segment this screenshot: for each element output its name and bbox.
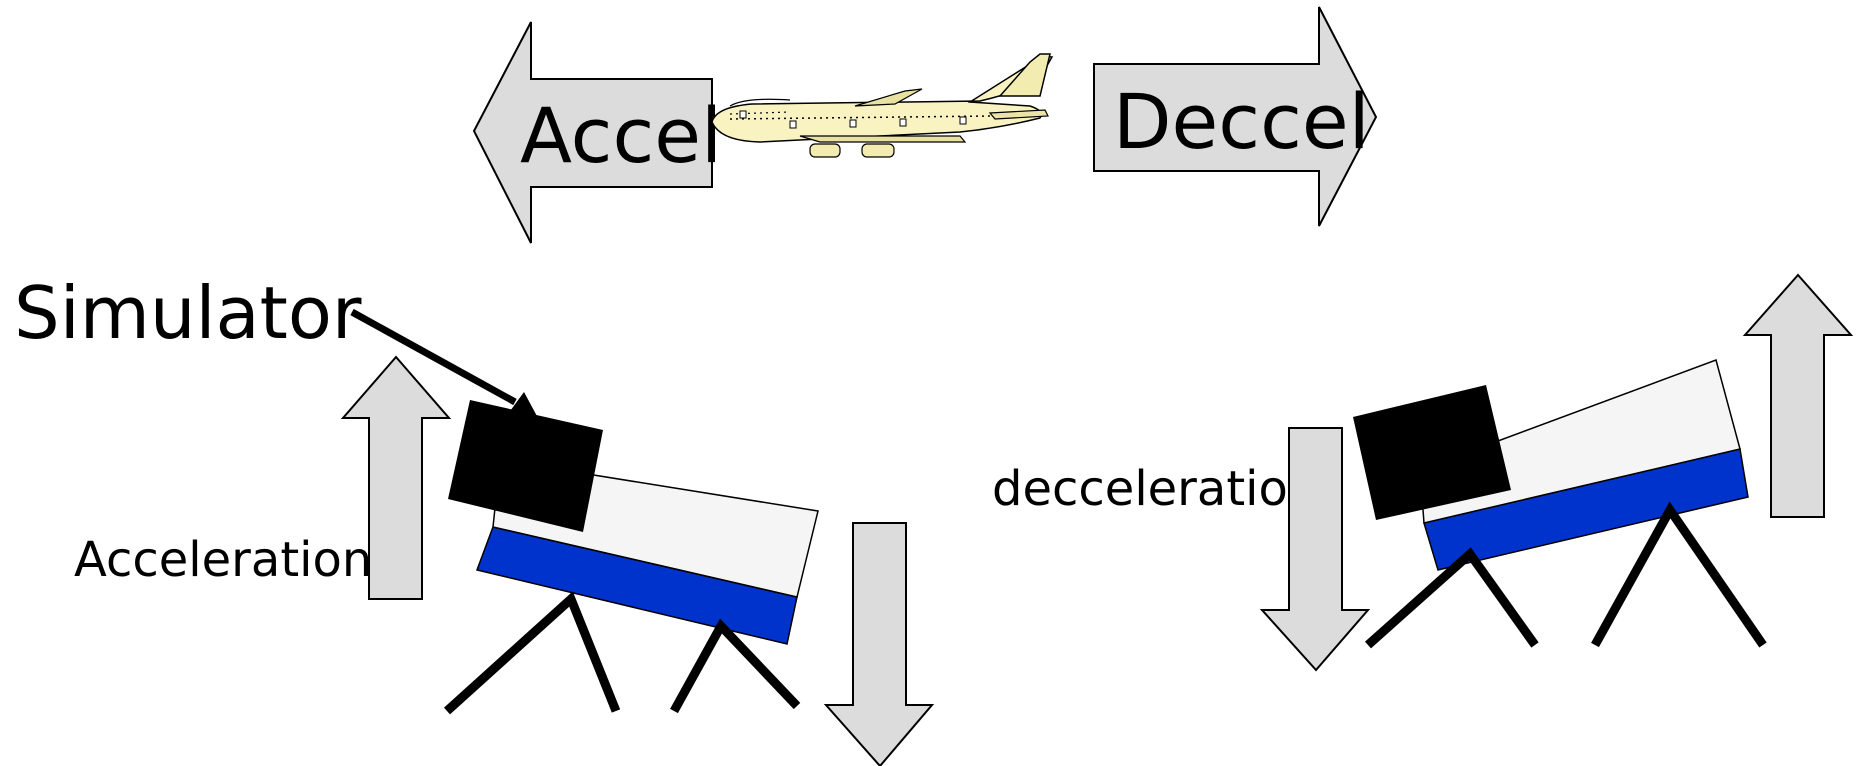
acceleration-label: Acceleration bbox=[74, 532, 372, 588]
deccel-arrow: Deccel bbox=[1093, 6, 1378, 227]
simulator-label: Simulator bbox=[14, 271, 362, 355]
deccel-label: Deccel bbox=[1113, 77, 1370, 166]
left-up-arrow bbox=[340, 355, 452, 600]
accel-label: Accel bbox=[520, 91, 722, 180]
right-simulator-cabin bbox=[1353, 385, 1511, 520]
right-rear-leg bbox=[1591, 501, 1767, 648]
left-down-arrow bbox=[823, 522, 935, 766]
right-up-arrow bbox=[1742, 273, 1854, 518]
left-rear-leg bbox=[670, 618, 801, 714]
left-front-leg bbox=[443, 591, 621, 715]
decceleration-label: decceleration bbox=[992, 461, 1318, 517]
right-front-leg bbox=[1365, 547, 1539, 649]
airplane-icon bbox=[711, 53, 1054, 158]
left-simulator-cabin bbox=[448, 400, 603, 532]
accel-arrow: Accel bbox=[472, 21, 722, 244]
right-down-arrow bbox=[1259, 427, 1371, 672]
